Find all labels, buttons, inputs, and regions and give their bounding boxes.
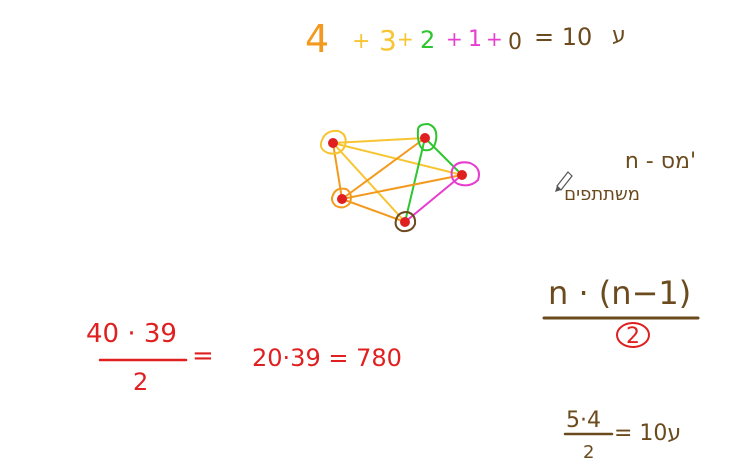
node-e (400, 217, 410, 227)
term-4: 4 (305, 17, 329, 61)
edge-c-d (341, 174, 463, 200)
node-c (457, 170, 467, 180)
plus-3: + (446, 27, 463, 51)
general-denominator: 2 (626, 324, 640, 349)
node-a-outline (319, 129, 347, 155)
edge-a-b (332, 137, 426, 144)
edge-a-e (332, 142, 406, 223)
edge-b-d (341, 137, 426, 200)
pencil-cursor-icon (555, 171, 573, 192)
example-numerator: 5·4 (566, 408, 601, 433)
term-2: 2 (420, 26, 435, 54)
plus-2: + (397, 27, 414, 51)
forty-numerator: 40 · 39 (86, 319, 177, 349)
hebrew-note: n - מס' משתתפים (564, 149, 696, 205)
general-numerator: n · (n−1) (548, 274, 691, 312)
node-b-outline (416, 122, 438, 152)
plus-1: + (352, 29, 370, 54)
edge-b-c (424, 137, 463, 176)
node-a (328, 138, 338, 148)
note-line-2: משתתפים (564, 184, 640, 205)
example-denominator: 2 (583, 442, 594, 463)
note-line-1: n - מס' (625, 149, 696, 174)
forty-result: 20·39 = 780 (252, 344, 402, 372)
term-1: 1 (468, 27, 482, 52)
forty-denominator: 2 (133, 368, 148, 396)
hebrew-unit: ע (612, 23, 626, 48)
edge-b-e (404, 137, 426, 223)
plus-4: + (486, 27, 503, 51)
forty-equals: = (192, 341, 214, 371)
node-c-outline (450, 161, 480, 187)
general-formula: n · (n−1) 2 (542, 274, 700, 349)
node-b (420, 133, 430, 143)
term-0: 0 (508, 30, 522, 55)
equals-ten: = 10 (534, 23, 592, 51)
denominator-circle (616, 322, 650, 348)
node-d (337, 194, 347, 204)
complete-graph (319, 122, 480, 233)
example-result: = 10ע (614, 421, 681, 446)
node-d-outline (331, 187, 352, 209)
forty-formula: 40 · 39 2 = 20·39 = 780 (86, 319, 402, 396)
node-e-outline (394, 210, 417, 233)
example-formula: 5·4 2 = 10ע (563, 408, 681, 463)
edge-d-e (341, 198, 406, 223)
edge-c-e (404, 174, 463, 223)
term-3: 3 (379, 24, 397, 57)
top-equation: 4 + 3 + 2 + 1 + 0 = 10 ע (305, 17, 626, 61)
